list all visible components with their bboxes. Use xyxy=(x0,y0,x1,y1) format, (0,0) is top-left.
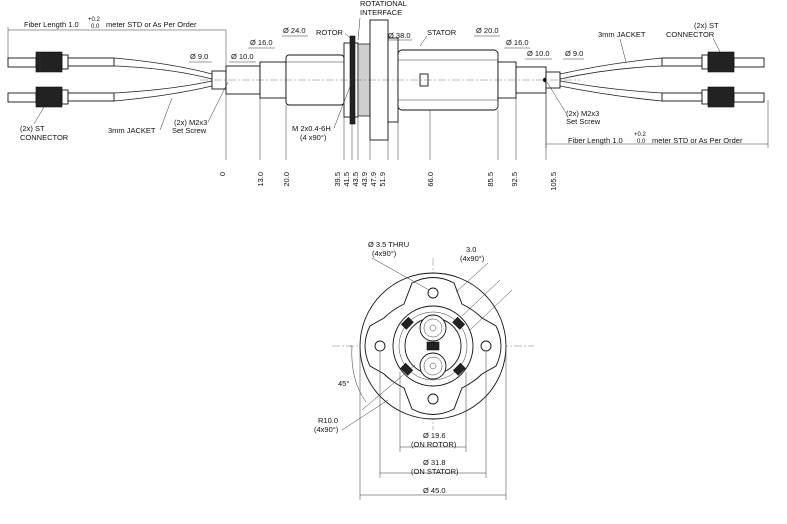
angle-label: 45° xyxy=(338,379,349,388)
st-connector-right-top xyxy=(661,51,765,73)
st-connector-left-top xyxy=(7,51,115,73)
pos-105-5: 105.5 xyxy=(549,172,558,191)
pos-43-5: 43.5 xyxy=(351,172,360,187)
dia-stator-line1: Ø 31.8 xyxy=(423,458,446,467)
fiber-length-right-label: Fiber Length 1.0 xyxy=(568,136,623,145)
meter-suffix-right: meter STD or As Per Order xyxy=(652,136,743,145)
thru-hole-line2: (4x90°) xyxy=(372,249,397,258)
tol-minus-right: 0.0 xyxy=(637,139,646,145)
pos-92-5: 92.5 xyxy=(510,172,519,187)
st-connector-right-bottom xyxy=(661,86,765,108)
side-view: Fiber Length 1.0 +0.2 0.0 meter STD or A… xyxy=(7,0,769,191)
jacket-right-label: 3mm JACKET xyxy=(598,30,646,39)
connector-right-line2: CONNECTOR xyxy=(666,30,715,39)
tol-minus-left: 0.0 xyxy=(91,24,100,30)
pos-41-5: 41.5 xyxy=(342,172,351,187)
dia-16-right: Ø 16.0 xyxy=(506,38,529,47)
connector-left-line1: (2x) ST xyxy=(20,124,45,133)
dia-38: Ø 38.0 xyxy=(388,31,411,40)
radius-line1: R10.0 xyxy=(318,416,338,425)
rotor-label: ROTOR xyxy=(316,28,344,37)
dia-9-left: Ø 9.0 xyxy=(190,52,208,61)
set-screw-right-line2: Set Screw xyxy=(566,117,601,126)
pos-20: 20.0 xyxy=(282,172,291,187)
thread-line1: M 2x0.4-6H xyxy=(292,124,331,133)
thread-line2: (4 x90°) xyxy=(300,133,327,142)
rotational-interface-line2: INTERFACE xyxy=(360,8,402,17)
dia-rotor-line1: Ø 19.6 xyxy=(423,431,446,440)
tol-plus-right: +0.2 xyxy=(634,132,647,138)
set-screw-left-line2: Set Screw xyxy=(172,126,207,135)
st-connector-left-bottom xyxy=(7,86,115,108)
set-screw-left-line1: (2x) M2x3 xyxy=(174,118,207,127)
set-screw-right-line1: (2x) M2x3 xyxy=(566,109,599,118)
dia-rotor-line2: (ON ROTOR) xyxy=(411,440,457,449)
dia-20-right: Ø 20.0 xyxy=(476,26,499,35)
radius-line2: (4x90°) xyxy=(314,425,339,434)
dia-9-right: Ø 9.0 xyxy=(565,49,583,58)
end-view: Ø 3.5 THRU (4x90°) 3.0 (4x90°) 45° R10.0… xyxy=(314,240,534,500)
pos-13: 13.0 xyxy=(256,172,265,187)
dia-10-left: Ø 10.0 xyxy=(231,52,254,61)
slot-line1: 3.0 xyxy=(466,245,476,254)
fiber-length-left-label: Fiber Length 1.0 xyxy=(24,20,79,29)
dia-16-left: Ø 16.0 xyxy=(250,38,273,47)
dia-10-right: Ø 10.0 xyxy=(527,49,550,58)
rotational-interface-line1: ROTATIONAL xyxy=(360,0,407,8)
dia-outer: Ø 45.0 xyxy=(423,486,446,495)
connector-right-line1: (2x) ST xyxy=(694,21,719,30)
tol-plus-left: +0.2 xyxy=(88,17,101,23)
position-labels: 0 13.0 20.0 39.5 41.5 43.5 43.9 47.9 51.… xyxy=(218,172,558,191)
pos-51-9: 51.9 xyxy=(378,172,387,187)
thru-hole-line1: Ø 3.5 THRU xyxy=(368,240,409,249)
pos-0: 0 xyxy=(218,172,227,176)
pos-85-5: 85.5 xyxy=(486,172,495,187)
jacket-left-label: 3mm JACKET xyxy=(108,126,156,135)
dia-24: Ø 24.0 xyxy=(283,26,306,35)
pos-66: 66.0 xyxy=(426,172,435,187)
pos-47-9: 47.9 xyxy=(369,172,378,187)
slot-line2: (4x90°) xyxy=(460,254,485,263)
meter-suffix-left: meter STD or As Per Order xyxy=(106,20,197,29)
pos-43-9: 43.9 xyxy=(360,172,369,187)
dia-stator-line2: (ON STATOR) xyxy=(411,467,459,476)
stator-label: STATOR xyxy=(427,28,457,37)
pos-39-5: 39.5 xyxy=(333,172,342,187)
connector-left-line2: CONNECTOR xyxy=(20,133,69,142)
